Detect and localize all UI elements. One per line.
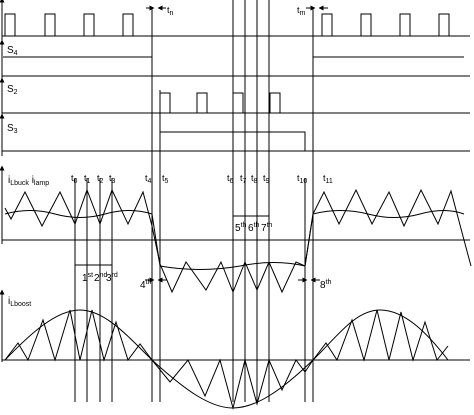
interval-1st-label: 1st bbox=[82, 272, 93, 284]
top-pulse-train bbox=[0, 0, 470, 40]
t8-label: t8 bbox=[251, 173, 258, 185]
t6-label: t6 bbox=[227, 173, 234, 185]
s4-label: S4 bbox=[7, 45, 18, 57]
t3-label: t3 bbox=[109, 173, 116, 185]
interval-4th-label: 4th bbox=[140, 279, 152, 291]
s3-label: S3 bbox=[7, 123, 18, 135]
t11-label: t11 bbox=[323, 173, 333, 185]
t0-label: t0 bbox=[71, 173, 78, 185]
interval-brackets bbox=[74, 5, 328, 283]
t1-label: t1 bbox=[84, 173, 91, 185]
t5-label: t5 bbox=[162, 173, 169, 185]
interval-6th-label: 6th bbox=[248, 222, 260, 234]
buck-lamp-current-label: iLbuck ilamp bbox=[8, 175, 49, 187]
t7-label: t7 bbox=[240, 173, 247, 185]
interval-3rd-label: 3rd bbox=[106, 272, 118, 284]
buck-lamp-current bbox=[0, 165, 472, 294]
s3-waveform bbox=[0, 113, 470, 156]
boost-current-label: iLboost bbox=[8, 296, 31, 308]
time-reference-lines bbox=[74, 0, 314, 402]
interval-7th-label: 7th bbox=[261, 222, 273, 234]
s4-waveform bbox=[0, 39, 470, 80]
boost-current bbox=[0, 289, 470, 410]
tm-label: tm bbox=[297, 5, 306, 17]
t2-label: t2 bbox=[97, 173, 104, 185]
s2-label: S2 bbox=[7, 84, 18, 96]
t9-label: t9 bbox=[263, 173, 270, 185]
t10-label: t10 bbox=[297, 173, 307, 185]
interval-2nd-label: 2nd bbox=[94, 272, 107, 284]
interval-8th-label: 8th bbox=[320, 279, 332, 291]
interval-5th-label: 5th bbox=[235, 222, 247, 234]
tn-label: tn bbox=[167, 5, 174, 17]
s2-waveform bbox=[0, 77, 470, 116]
t4-label: t4 bbox=[145, 173, 152, 185]
